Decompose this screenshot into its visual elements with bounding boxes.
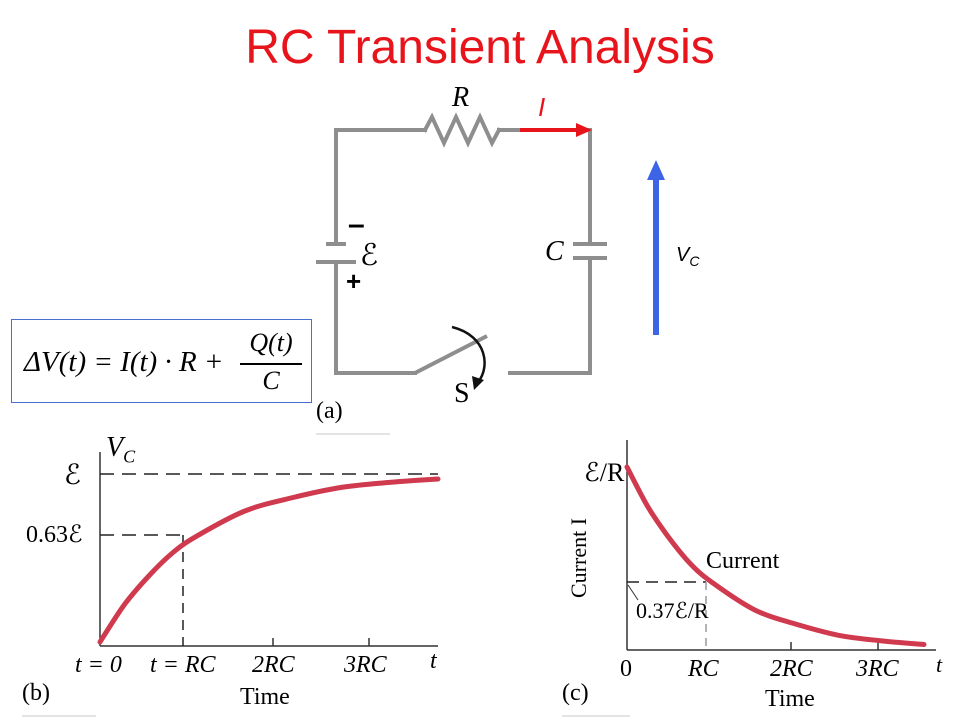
chart-c-xtick-3rc: 3RC (856, 656, 899, 682)
panel-label-c: (c) (562, 680, 589, 706)
panel-label-b: (b) (22, 680, 50, 706)
current-label: I (538, 92, 546, 122)
chart-b-ylabel: VC (106, 432, 136, 467)
chart-c-current-annotation: Current (706, 548, 780, 574)
equation-numerator: Q(t) (249, 328, 293, 357)
current-arrow-head (576, 123, 592, 137)
chart-c-xtick-0: 0 (620, 656, 632, 682)
resistor-label: R (452, 82, 470, 113)
panel-label-a: (a) (316, 398, 343, 424)
chart-c-xtick-2rc: 2RC (770, 656, 813, 682)
switch-label: S (454, 378, 470, 409)
chart-b-xtick-0: t = 0 (75, 652, 122, 678)
chart-c-annotation-leader (627, 584, 639, 601)
chart-c-axis-end-label: t (936, 652, 943, 677)
chart-b-xlabel: Time (240, 684, 290, 710)
battery-plus-label: + (346, 266, 362, 296)
switch-blade (414, 334, 488, 375)
chart-b-xtick-3rc: 3RC (344, 652, 387, 678)
equation-box: ΔV(t) = I(t) · R + Q(t) C (11, 319, 312, 403)
switch-arrow-icon (451, 325, 486, 383)
chart-b-xtick-rc: t = RC (150, 652, 216, 678)
equation-fraction-bar (240, 363, 302, 365)
vc-label: VC (676, 244, 700, 269)
capacitor-label: C (545, 236, 564, 267)
battery-minus-label: – (348, 208, 365, 241)
vc-arrow-head (647, 160, 665, 180)
chart-c-xlabel: Time (765, 686, 815, 712)
chart-b-ytick-emf: ℰ (64, 460, 81, 491)
equation-denominator: C (262, 366, 280, 395)
chart-b-ytick-063: 0.63ℰ (26, 522, 83, 548)
emf-label: ℰ (360, 239, 379, 272)
slide-title: RC Transient Analysis (245, 21, 715, 74)
equation-lhs: ΔV(t) = I(t) · R + (24, 346, 224, 378)
chart-c-037-annotation: 0.37ℰ/R (636, 598, 709, 623)
chart-c-xtick-rc: RC (688, 656, 719, 682)
chart-c-ytick-emf-over-r: ℰ/R (584, 458, 625, 487)
chart-b-charging-curve (97, 476, 441, 645)
chart-c-ylabel: Current I (566, 517, 591, 598)
chart-b-xtick-2rc: 2RC (252, 652, 295, 678)
chart-b-axis-end-label: t (430, 648, 437, 674)
resistor-symbol (422, 112, 502, 148)
chart-c-discharge-curve (624, 464, 927, 647)
